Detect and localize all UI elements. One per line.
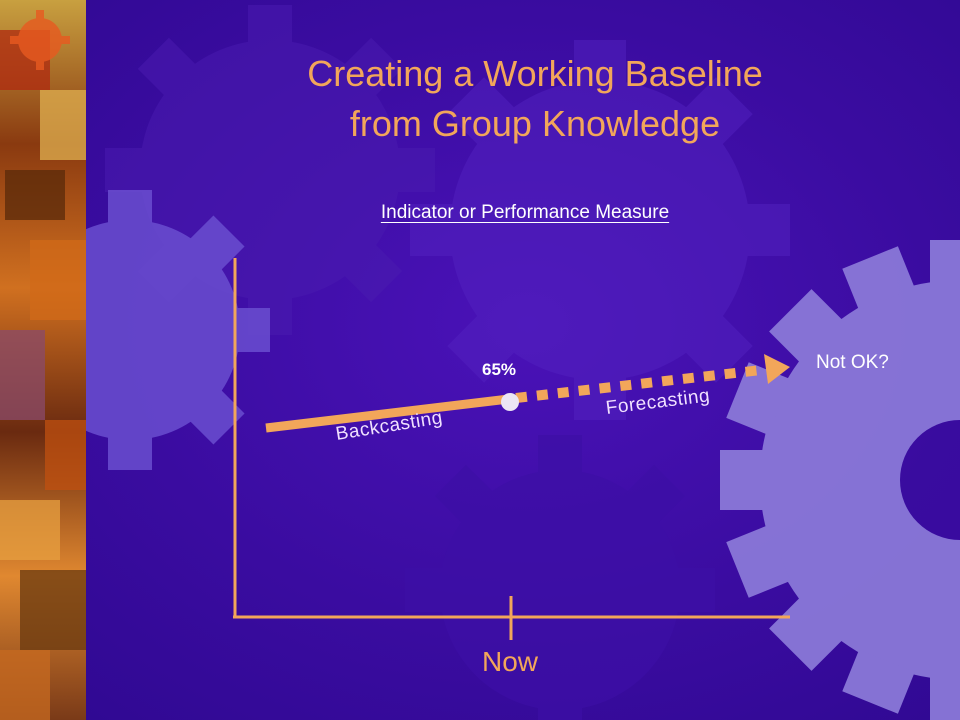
forecasting-line [515,364,771,403]
slide-title-line-1: Creating a Working Baseline [307,53,763,94]
current-value-point [501,393,519,411]
gear-bottom-icon [405,435,715,720]
current-value-label: 65% [482,360,517,379]
arrowhead-icon [764,354,790,384]
slide-title-line-2: from Group Knowledge [349,103,721,144]
decorative-image-strip [0,0,86,720]
outcome-label: Not OK? [816,352,889,373]
gear-center-icon [410,40,790,420]
backcasting-line [265,394,510,433]
gear-right-icon [720,240,960,720]
indicator-heading: Indicator or Performance Measure [380,202,670,223]
now-label: Now [481,646,538,677]
